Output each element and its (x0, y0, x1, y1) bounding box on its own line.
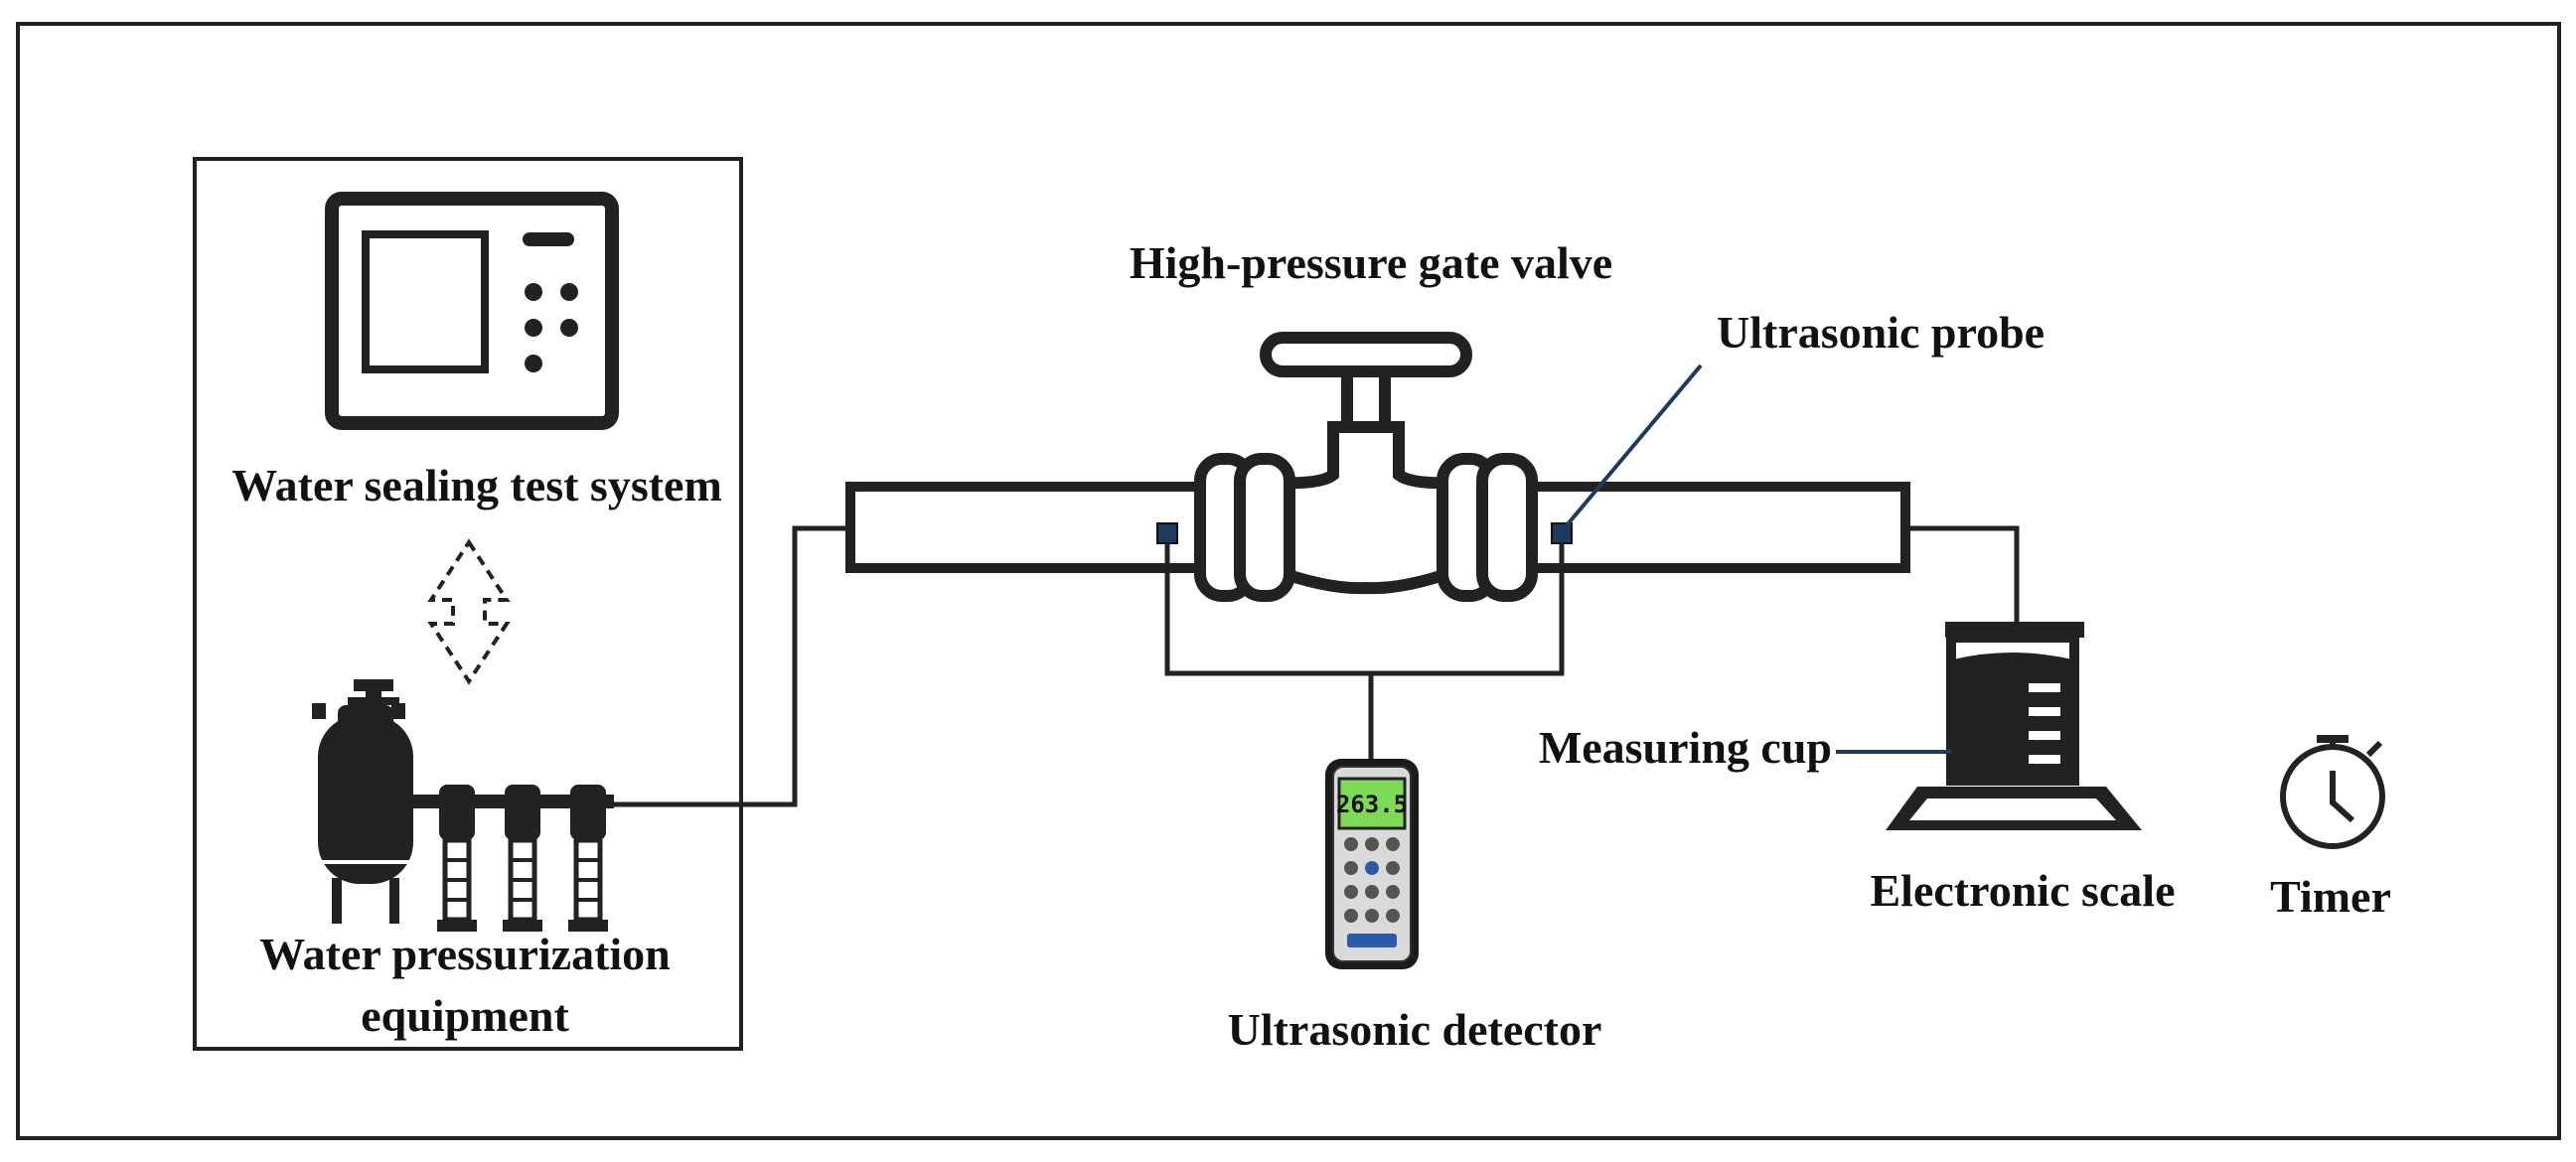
vertical-pump-icon (413, 785, 614, 932)
detector-reading: 263.5 (1336, 791, 1408, 818)
control-panel-icon (325, 192, 619, 430)
probe-wiring (1164, 543, 1565, 676)
beaker-icon (1945, 622, 2084, 786)
stopwatch-icon (2280, 735, 2385, 849)
supply-line (606, 525, 850, 807)
pressure-tank-icon (312, 679, 413, 924)
label-scale: Electronic scale (1871, 865, 2176, 916)
double-arrow-icon (427, 538, 511, 685)
outer-frame (16, 22, 2561, 1140)
label-pressurization-line2: equipment (361, 990, 569, 1041)
probe-left (1156, 522, 1178, 544)
label-detector: Ultrasonic detector (1228, 1004, 1602, 1055)
outlet-line (1905, 525, 2020, 632)
label-pressurization-line1: Water pressurization (259, 929, 671, 979)
label-gate-valve: High-pressure gate valve (1130, 237, 1612, 288)
label-probe: Ultrasonic probe (1717, 307, 2045, 358)
probe-callout-line (1560, 363, 1703, 533)
probe-right (1551, 522, 1573, 544)
handheld-detector-icon: 263.5 (1325, 759, 1419, 969)
label-test-system: Water sealing test system (231, 460, 722, 510)
label-measuring-cup: Measuring cup (1539, 722, 1832, 773)
label-timer: Timer (2270, 871, 2391, 922)
pipe-left (845, 482, 1205, 573)
electronic-scale-icon (1886, 787, 2142, 830)
equipment-box (193, 157, 743, 1051)
gate-valve-icon (1194, 332, 1538, 602)
